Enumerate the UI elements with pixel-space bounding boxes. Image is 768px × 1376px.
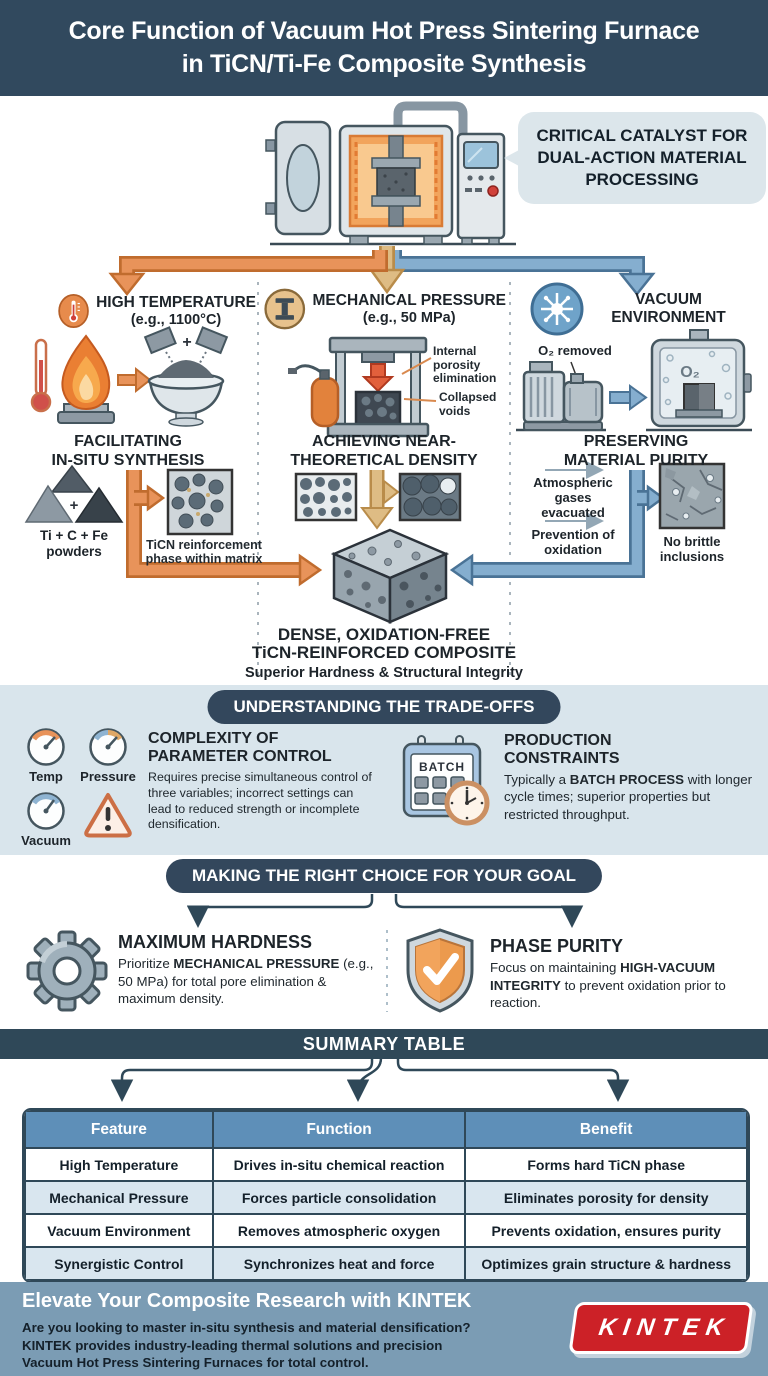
batch-calendar-icon: BATCH (398, 734, 490, 833)
table-row: High Temperature Drives in-situ chemical… (24, 1147, 748, 1182)
outcome-purity: PRESERVING MATERIAL PURITY (563, 433, 709, 470)
choice-connector-right (394, 894, 584, 928)
summary-connector-left (110, 1058, 374, 1102)
tan-cross-arrow (360, 470, 400, 530)
tradeoffs-banner: UNDERSTANDING THE TRADE-OFFS (207, 690, 561, 724)
warning-icon (84, 793, 132, 838)
orange-flow-arrow (126, 470, 323, 587)
batch-label: BATCH (419, 760, 465, 774)
vacuum-gauge: Vacuum (20, 790, 72, 848)
plus-sign: + (70, 497, 79, 514)
composite-cube (330, 528, 450, 624)
tradeoffs-right-body: Typically a BATCH PROCESS with longer cy… (504, 772, 753, 822)
hardness-body: Prioritize MECHANICAL PRESSURE (e.g., 50… (118, 956, 374, 1006)
no-inclusions-label: No brittle inclusions (659, 534, 725, 565)
col-header-benefit: Benefit (464, 1110, 748, 1149)
callout-text: CRITICAL CATALYST FOR DUAL-ACTION MATERI… (536, 126, 748, 190)
dense-micrograph (398, 472, 462, 522)
summary-table: Feature Function Benefit High Temperatur… (22, 1108, 750, 1283)
summary-connector-right (396, 1058, 630, 1102)
choice-connector-left (186, 894, 374, 928)
column-title: MECHANICAL PRESSURE (312, 292, 507, 309)
footer-title: Elevate Your Composite Research with KIN… (22, 1290, 472, 1312)
tradeoffs-right-text: PRODUCTION CONSTRAINTS Typically a BATCH… (504, 732, 760, 823)
tradeoffs-left-title: COMPLEXITY OF PARAMETER CONTROL (148, 730, 332, 766)
vacuum-icon (530, 282, 584, 336)
pressure-gauge: Pressure (80, 726, 136, 784)
kintek-logo: KINTEK (568, 1302, 754, 1354)
mechanical-press-illustration (288, 336, 437, 438)
ticn-micrograph (166, 468, 234, 536)
shield-check-icon (400, 926, 480, 1021)
tradeoffs-left-text: COMPLEXITY OF PARAMETER CONTROL Requires… (148, 730, 380, 833)
temp-gauge: Temp (20, 726, 72, 784)
outcome-density: ACHIEVING NEAR- THEORETICAL DENSITY (290, 433, 478, 470)
table-row: Synergistic Control Synchronizes heat an… (24, 1246, 748, 1281)
footer-body: Are you looking to master in-situ synthe… (22, 1320, 471, 1371)
hardness-text: MAXIMUM HARDNESS Prioritize MECHANICAL P… (118, 932, 382, 1007)
result-caption: DENSE, OXIDATION-FREE TiCN-REINFORCED CO… (245, 625, 523, 681)
blue-flow-arrow (449, 470, 666, 587)
purity-title: PHASE PURITY (490, 936, 624, 956)
table-row: Vacuum Environment Removes atmospheric o… (24, 1213, 748, 1248)
purity-body: Focus on maintaining HIGH-VACUUM INTEGRI… (490, 960, 726, 1010)
gear-icon (26, 928, 108, 1019)
gases-evacuated-label: Atmospheric gases evacuated (533, 475, 613, 521)
porous-micrograph (294, 472, 358, 522)
callout-bubble: CRITICAL CATALYST FOR DUAL-ACTION MATERI… (518, 112, 766, 205)
col-header-function: Function (211, 1110, 467, 1149)
vacuum-gauge-icon (27, 792, 65, 830)
column-subtitle: (e.g., 1100°C) (130, 312, 222, 328)
column-header-pressure: MECHANICAL PRESSURE (e.g., 50 MPa) (264, 282, 506, 336)
ticn-phase-label: TiCN reinforcement phase within matrix (145, 538, 263, 567)
header-banner: Core Function of Vacuum Hot Press Sinter… (0, 0, 768, 96)
hardness-title: MAXIMUM HARDNESS (118, 932, 313, 952)
vacuum-pump-illustration: O₂ (516, 329, 752, 432)
prevention-oxidation-label: Prevention of oxidation (531, 527, 615, 558)
column-subtitle: ENVIRONMENT (611, 309, 726, 326)
powder-piles: + (24, 464, 124, 523)
tradeoffs-left-body: Requires precise simultaneous control of… (148, 770, 372, 832)
temp-gauge-icon (27, 728, 65, 766)
choice-banner: MAKING THE RIGHT CHOICE FOR YOUR GOAL (165, 859, 603, 893)
summary-connector-middle (346, 1057, 383, 1102)
chamber-o2-label: O₂ (680, 364, 700, 381)
warning-triangle (82, 790, 134, 848)
column-title: HIGH TEMPERATURE (96, 294, 256, 311)
table-row: Mechanical Pressure Forces particle cons… (24, 1180, 748, 1215)
powders-label: Ti + C + Fe powders (39, 528, 109, 559)
column-header-vacuum: VACUUM ENVIRONMENT (530, 282, 746, 336)
summary-banner: SUMMARY TABLE (0, 1029, 768, 1059)
press-note-porosity: Internal porosity elimination (433, 344, 497, 386)
press-note-voids: Collapsed voids (439, 390, 497, 418)
press-icon (264, 288, 306, 330)
thermometer-icon (58, 294, 89, 328)
o2-removed-label: O₂ removed (538, 343, 612, 358)
furnace-illustration (265, 101, 519, 246)
high-temperature-illustration: + (30, 326, 229, 427)
page-title-line2: in TiCN/Ti-Fe Composite Synthesis (181, 50, 587, 78)
tradeoffs-right-title: PRODUCTION CONSTRAINTS (504, 732, 620, 768)
column-header-temperature: HIGH TEMPERATURE (e.g., 1100°C) (58, 282, 256, 340)
flow-pipes (108, 246, 656, 297)
purity-text: PHASE PURITY Focus on maintaining HIGH-V… (490, 936, 762, 1011)
column-subtitle: (e.g., 50 MPa) (362, 310, 456, 326)
pressure-gauge-icon (89, 728, 127, 766)
gauge-cluster: Temp Pressure Vacuum (20, 726, 138, 848)
page-title-line1: Core Function of Vacuum Hot Press Sinter… (68, 16, 700, 45)
pure-micrograph (658, 462, 726, 530)
col-header-feature: Feature (24, 1110, 214, 1149)
plus-sign: + (182, 334, 191, 351)
column-title: VACUUM (635, 291, 702, 308)
outcome-synthesis: FACILITATING IN-SITU SYNTHESIS (51, 433, 205, 470)
